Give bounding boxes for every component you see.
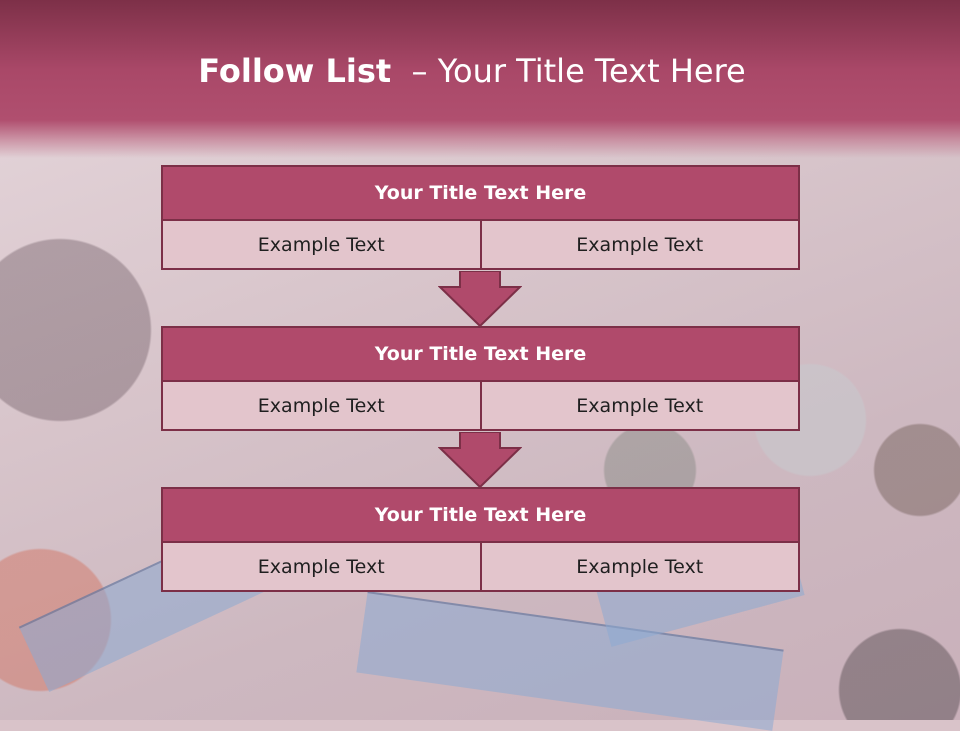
block-row: Example Text Example Text [161,543,800,592]
block-left-text: Example Text [161,382,482,431]
block-title: Your Title Text Here [161,487,800,543]
list-block: Your Title Text Here Example Text Exampl… [161,165,800,270]
block-left-text: Example Text [161,543,482,592]
down-arrow-icon [438,271,522,327]
block-title: Your Title Text Here [161,326,800,382]
header-band [0,0,960,158]
block-left-text: Example Text [161,221,482,270]
title-rest: – Your Title Text Here [391,52,746,90]
page-title: Follow List – Your Title Text Here [0,52,944,90]
block-row: Example Text Example Text [161,221,800,270]
block-title: Your Title Text Here [161,165,800,221]
block-right-text: Example Text [481,543,800,592]
list-block: Your Title Text Here Example Text Exampl… [161,326,800,431]
title-bold: Follow List [198,52,392,90]
down-arrow-icon [438,432,522,488]
block-right-text: Example Text [481,382,800,431]
list-block: Your Title Text Here Example Text Exampl… [161,487,800,592]
block-row: Example Text Example Text [161,382,800,431]
block-right-text: Example Text [481,221,800,270]
